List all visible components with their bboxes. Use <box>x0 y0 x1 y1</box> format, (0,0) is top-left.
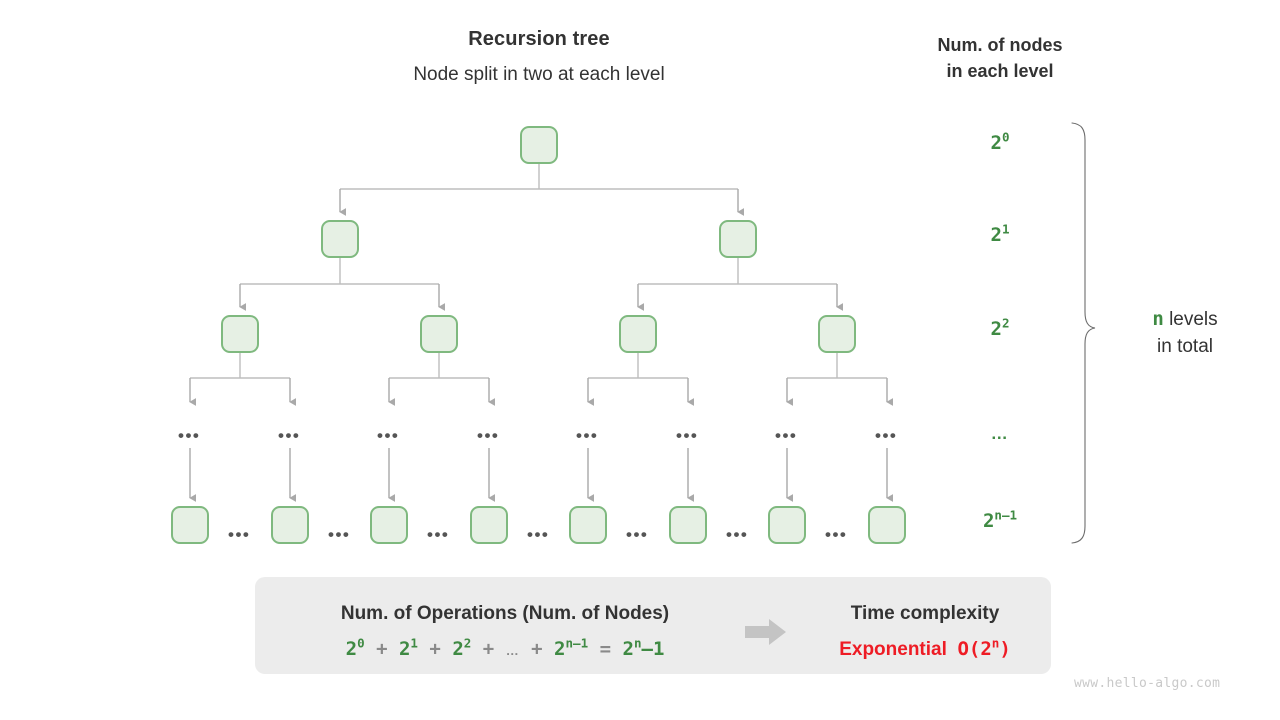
total-levels-line1: n levels <box>1105 306 1265 333</box>
formula-term-3: 22 <box>452 635 472 660</box>
tree-node <box>569 506 607 544</box>
tree-node <box>719 220 757 258</box>
tree-ellipsis: ••• <box>377 426 400 445</box>
level-count-label-1: 21 <box>940 221 1060 246</box>
formula-term-4: 2n–1 <box>554 635 589 660</box>
tree-node <box>271 506 309 544</box>
tree-ellipsis: ••• <box>477 426 500 445</box>
level-count-exp: n–1 <box>994 507 1018 523</box>
level-count-label-0: 20 <box>940 129 1060 154</box>
formula-op-1: + <box>376 638 388 660</box>
tree-node <box>619 315 657 353</box>
tree-node <box>470 506 508 544</box>
right-arrow-icon <box>745 618 787 646</box>
level-count-label-ellipsis: … <box>990 424 1010 443</box>
summary-formula: 20 + 21 + 22 + … + 2n–1 = 2n–1 <box>275 635 735 660</box>
column-header-line2: in each level <box>946 61 1054 81</box>
level-count-label-last: 2n–1 <box>940 507 1060 532</box>
complexity-bigo: O(2n) <box>957 635 1011 660</box>
total-levels-word: levels <box>1169 309 1218 330</box>
formula-result: 2n–1 <box>622 635 665 660</box>
formula-term-1: 20 <box>345 635 365 660</box>
level-count-base: 2 <box>990 224 1002 246</box>
level-count-label-2: 22 <box>940 315 1060 340</box>
tree-ellipsis: ••• <box>427 525 450 544</box>
tree-node <box>221 315 259 353</box>
summary-panel <box>255 577 1051 674</box>
level-count-base: 2 <box>990 132 1002 154</box>
n-symbol: n <box>1152 308 1164 330</box>
tree-ellipsis: ••• <box>228 525 251 544</box>
total-levels-label: n levels in total <box>1105 306 1265 360</box>
formula-term-2: 21 <box>398 635 418 660</box>
tree-ellipsis: ••• <box>676 426 699 445</box>
tree-node <box>818 315 856 353</box>
formula-equals: = <box>599 638 612 660</box>
tree-node <box>768 506 806 544</box>
tree-node <box>370 506 408 544</box>
formula-ellipsis: … <box>505 643 520 658</box>
tree-ellipsis: ••• <box>527 525 550 544</box>
summary-complexity-title: Time complexity <box>850 603 1000 624</box>
tree-ellipsis: ••• <box>328 525 351 544</box>
tree-ellipsis: ••• <box>875 426 898 445</box>
tree-node <box>420 315 458 353</box>
level-count-base: 2 <box>982 510 995 532</box>
level-count-exp: 0 <box>1001 129 1010 145</box>
level-count-base: 2 <box>990 318 1002 340</box>
tree-node <box>171 506 209 544</box>
tree-node <box>520 126 558 164</box>
tree-ellipsis: ••• <box>178 426 201 445</box>
formula-op-3: + <box>482 638 495 660</box>
summary-complexity-value: Exponential O(2n) <box>800 635 1050 661</box>
tree-ellipsis: ••• <box>626 525 649 544</box>
page-subtitle: Node split in two at each level <box>413 64 665 85</box>
tree-node <box>669 506 707 544</box>
formula-op-4: + <box>531 638 543 660</box>
page-title: Recursion tree <box>468 28 610 50</box>
tree-ellipsis: ••• <box>278 426 301 445</box>
formula-op-2: + <box>429 638 441 660</box>
tree-ellipsis: ••• <box>576 426 599 445</box>
tree-ellipsis: ••• <box>726 525 749 544</box>
level-count-exp: 1 <box>1001 221 1010 237</box>
tree-ellipsis: ••• <box>775 426 798 445</box>
complexity-word: Exponential <box>839 639 947 660</box>
column-header-line1: Num. of nodes <box>937 35 1063 55</box>
level-count-exp: 2 <box>1001 315 1010 331</box>
tree-node <box>868 506 906 544</box>
watermark: www.hello-algo.com <box>1074 676 1221 691</box>
total-levels-line2: in total <box>1157 336 1213 357</box>
summary-operations-title: Num. of Operations (Num. of Nodes) <box>340 603 670 624</box>
tree-ellipsis: ••• <box>825 525 848 544</box>
levels-brace <box>1071 122 1096 544</box>
tree-node <box>321 220 359 258</box>
column-header-node-count: Num. of nodes in each level <box>900 32 1100 84</box>
